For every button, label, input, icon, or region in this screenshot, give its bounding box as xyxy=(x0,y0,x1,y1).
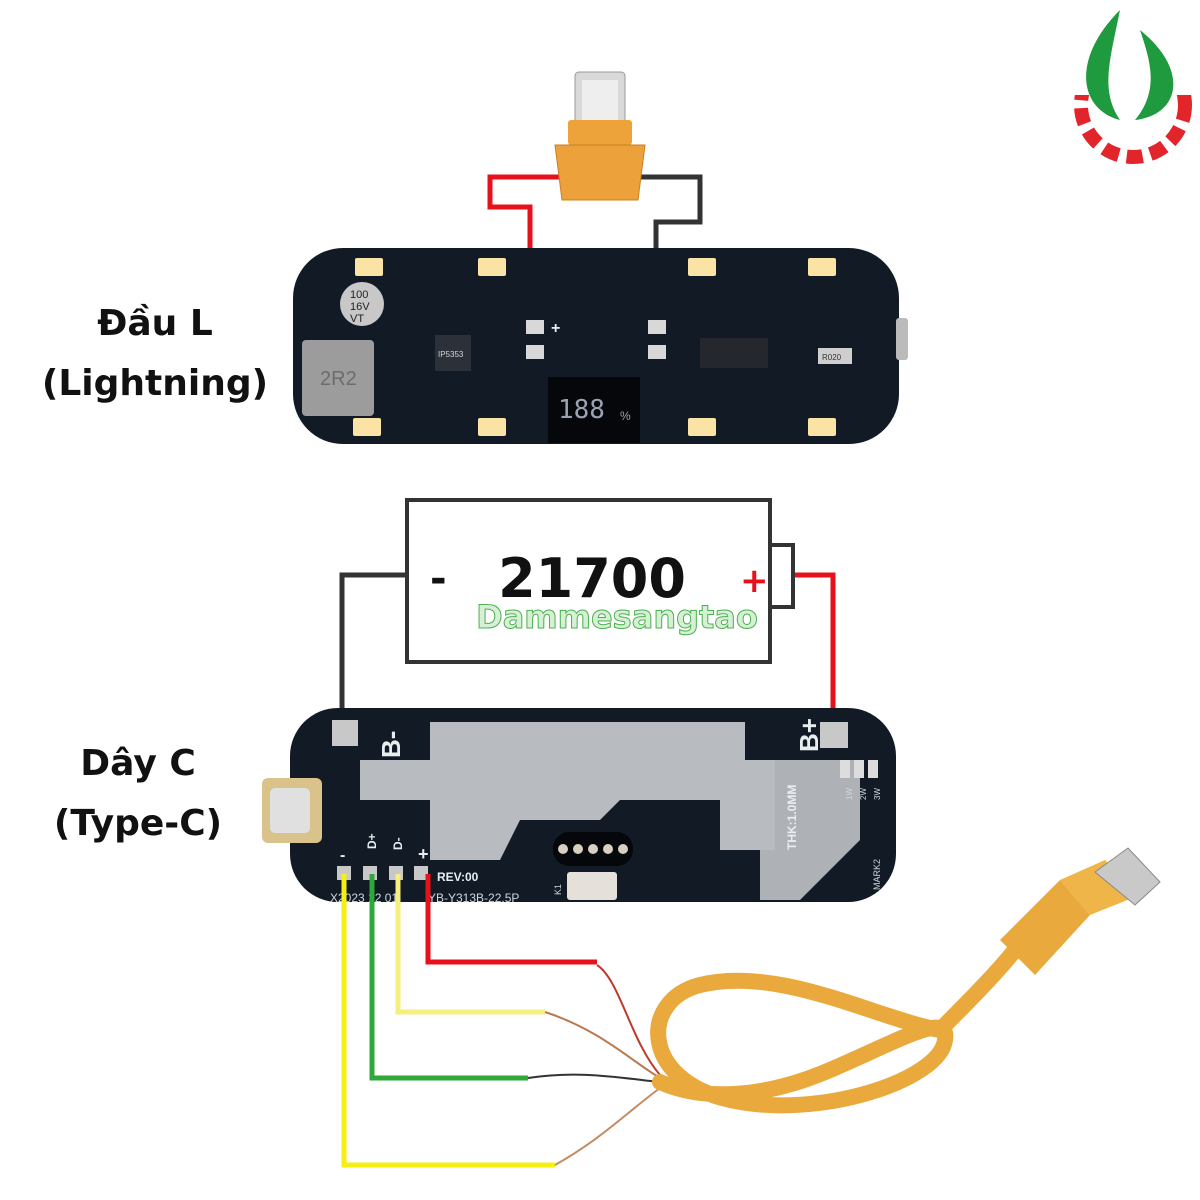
type-c-plug xyxy=(1094,847,1161,906)
svg-text:THK:1.0MM: THK:1.0MM xyxy=(785,785,799,850)
svg-text:+: + xyxy=(551,320,560,337)
top-board-title: Đầu L xyxy=(97,303,213,344)
b-plus-label: B+ xyxy=(794,718,824,752)
brand-logo xyxy=(1070,10,1200,164)
battery-21700: - + 21700 Dammesangtao xyxy=(405,498,795,664)
svg-text:100: 100 xyxy=(350,289,368,301)
svg-text:REV:00: REV:00 xyxy=(437,870,479,884)
capacitor xyxy=(340,282,384,326)
led-array xyxy=(353,258,836,436)
type-c-wires xyxy=(341,874,597,1168)
bottom-board-title: Dây C xyxy=(80,743,196,784)
svg-text:K1: K1 xyxy=(553,884,563,895)
pad-minus xyxy=(648,320,666,334)
watermark: Dammesangtao xyxy=(476,598,758,636)
cable-strands xyxy=(527,964,661,1166)
svg-text:%: % xyxy=(620,409,631,423)
svg-text:1W: 1W xyxy=(845,788,854,800)
battery-minus: - xyxy=(430,556,447,602)
battery-plus: + xyxy=(740,561,769,601)
b-minus-label: B- xyxy=(376,731,406,758)
svg-text:D-: D- xyxy=(391,837,405,850)
svg-text:3W: 3W xyxy=(873,788,882,800)
svg-text:VT: VT xyxy=(350,313,364,325)
pad-plus xyxy=(526,320,544,334)
bottom-board-subtitle: (Type-C) xyxy=(54,803,222,844)
ic-chip xyxy=(435,335,471,371)
svg-text:188: 188 xyxy=(558,395,605,425)
svg-text:MARK2: MARK2 xyxy=(872,859,882,890)
top-board-subtitle: (Lightning) xyxy=(42,363,268,404)
svg-text:2W: 2W xyxy=(859,788,868,800)
battery-wires xyxy=(339,572,836,732)
svg-text:IP5353: IP5353 xyxy=(438,350,464,359)
type-c-cable xyxy=(650,847,1161,1114)
ic-chip-2 xyxy=(700,338,768,368)
svg-text:X2023 12 01: X2023 12 01 xyxy=(330,891,398,905)
inductor xyxy=(302,340,374,416)
svg-text:YB-Y313B-22.5P: YB-Y313B-22.5P xyxy=(428,891,519,905)
bottom-pcb-board: B- B+ - D+ D- + REV:00 X2023 12 01 YB-Y3… xyxy=(262,708,896,905)
battery-model: 21700 xyxy=(498,547,686,610)
svg-text:2R2: 2R2 xyxy=(320,368,357,390)
svg-text:16V: 16V xyxy=(350,301,370,313)
battery-display xyxy=(548,377,640,443)
svg-text:+: + xyxy=(418,844,429,864)
svg-text:-: - xyxy=(340,847,345,864)
svg-text:R020: R020 xyxy=(822,353,842,362)
switch-k1 xyxy=(567,872,617,900)
lightning-connector xyxy=(554,71,646,201)
svg-text:D+: D+ xyxy=(365,833,379,849)
top-pcb-board: 100 16V VT 2R2 IP5353 + 188 % R020 xyxy=(293,248,908,444)
